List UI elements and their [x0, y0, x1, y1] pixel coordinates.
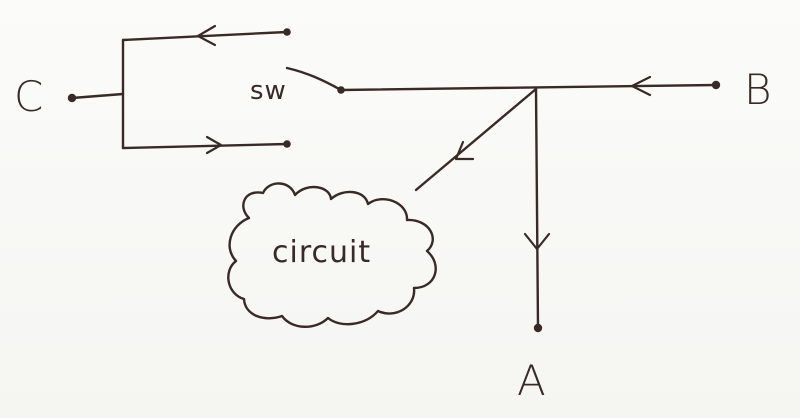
circuit-branch-arrow — [454, 140, 475, 161]
terminal-a-label: A — [517, 356, 546, 405]
switch-input-wire — [70, 92, 125, 100]
circuit-branch-wire — [414, 87, 538, 192]
switch-label: sw — [250, 76, 287, 106]
switch-upper-arrow — [196, 24, 217, 47]
switch-upper-terminal-node — [283, 28, 291, 36]
terminal-b-node — [711, 80, 721, 90]
output-a-arrow — [523, 232, 551, 251]
switch-upper-wire — [121, 30, 289, 42]
switch-pivot-terminal-node — [337, 86, 345, 94]
terminal-a-node — [533, 323, 543, 333]
switch-lower-wire — [121, 142, 289, 150]
switch-lower-terminal-node — [283, 140, 291, 148]
switch-blade-wire — [285, 66, 343, 92]
main-horizontal-wire — [339, 83, 718, 92]
output-a-wire — [534, 87, 540, 330]
terminal-c-label: C — [14, 72, 44, 121]
terminal-b-label: B — [744, 65, 772, 114]
switch-lower-arrow — [205, 135, 223, 155]
input-b-arrow — [630, 75, 652, 97]
circuit-cloud-outline — [227, 182, 437, 328]
terminal-c-node — [67, 93, 77, 103]
circuit-label: circuit — [272, 235, 372, 270]
